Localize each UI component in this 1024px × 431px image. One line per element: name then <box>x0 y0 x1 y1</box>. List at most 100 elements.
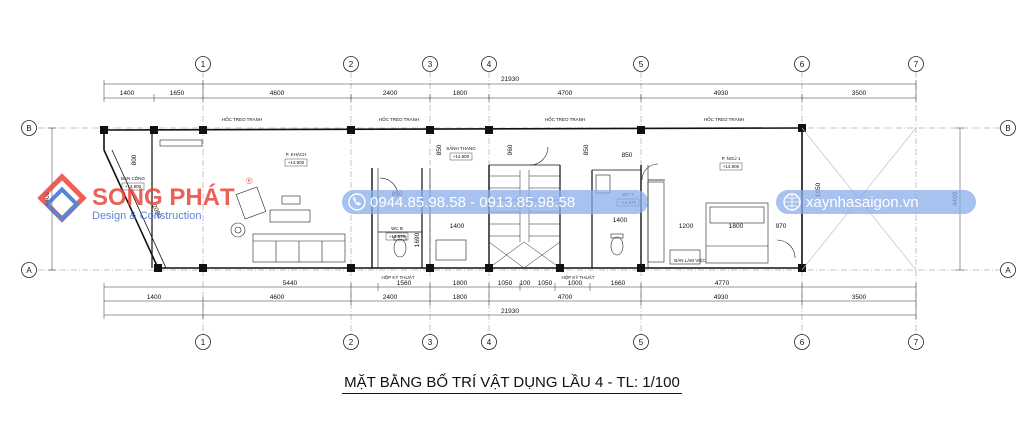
dim-bottom-7: 3500 <box>852 294 867 301</box>
dim-total-top: 21930 <box>501 76 519 83</box>
axis-label-2-bottom: 2 <box>349 338 354 347</box>
dim-top-8: 3500 <box>852 90 867 97</box>
axis-label-3-bottom: 3 <box>428 338 433 347</box>
dim-top-4: 2400 <box>383 90 398 97</box>
dim-bottom-inner-7: 1000 <box>568 280 583 287</box>
axis-label-b-left: B <box>26 124 31 133</box>
brand-logo-icon <box>37 173 87 223</box>
dim-top-5: 1800 <box>453 90 468 97</box>
label-wc-b: WC B <box>391 226 403 231</box>
drawing-title-text: MẶT BẰNG BỐ TRÍ VẬT DỤNG LẦU 4 - TL: 1/1… <box>342 374 682 394</box>
axis-label-1-top: 1 <box>201 60 206 69</box>
dim-bottom-inner-8: 1660 <box>611 280 626 287</box>
dim-1650: 1650 <box>815 182 822 197</box>
axis-label-2-top: 2 <box>349 60 354 69</box>
wardrobe <box>647 181 665 263</box>
dim-800: 800 <box>131 154 138 165</box>
label-p-khach-elev: +14.900 <box>288 160 305 165</box>
axis-label-6-bottom: 6 <box>800 338 805 347</box>
dim-1690: 1690 <box>414 232 421 247</box>
phone-watermark: 0944.85.98.58 - 0913.85.98.58 <box>342 190 648 214</box>
label-hop-ky-thuat-1: HỘP KỸ THUẬT <box>381 274 414 280</box>
axis-label-6-top: 6 <box>800 60 805 69</box>
dim-bottom-inner-6: 1050 <box>538 280 553 287</box>
label-hoc-treo-tranh-1: HỐC TREO TRANH <box>222 116 262 122</box>
dim-1200: 1200 <box>679 223 694 230</box>
bed <box>705 202 769 264</box>
label-hop-ky-thuat-2: HỘP KỸ THUẬT <box>561 274 594 280</box>
dim-970: 970 <box>776 223 787 230</box>
axis-label-5-top: 5 <box>639 60 644 69</box>
dim-top-2: 1650 <box>170 90 185 97</box>
dim-bottom-inner-5: 100 <box>520 280 531 287</box>
axis-label-3-top: 3 <box>428 60 433 69</box>
website-url: xaynhasaigon.vn <box>806 194 919 211</box>
label-wc-b-elev: +14.870 <box>389 234 406 239</box>
dim-1400-a: 1400 <box>450 223 465 230</box>
axis-label-5-bottom: 5 <box>639 338 644 347</box>
dim-top-1: 1400 <box>120 90 135 97</box>
label-hoc-treo-tranh-4: HỐC TREO TRANH <box>704 116 744 122</box>
dim-top-3: 4600 <box>270 90 285 97</box>
coffee-table <box>269 209 311 223</box>
dim-1400-b: 1400 <box>613 217 628 224</box>
axis-label-b-right: B <box>1005 124 1010 133</box>
dim-1800: 1800 <box>729 223 744 230</box>
axis-label-7-bottom: 7 <box>914 338 919 347</box>
axis-label-1-bottom: 1 <box>201 338 206 347</box>
axis-label-4-top: 4 <box>487 60 492 69</box>
dim-bottom-5: 4700 <box>558 294 573 301</box>
armchair <box>235 186 267 220</box>
label-ban-lam-viec: BÀN LÀM VIỆC <box>674 256 706 263</box>
axis-label-7-top: 7 <box>914 60 919 69</box>
dim-bottom-1: 1400 <box>147 294 162 301</box>
dim-top-6: 4700 <box>558 90 573 97</box>
phone-icon <box>353 197 361 206</box>
dim-bottom-inner-9: 4770 <box>715 280 730 287</box>
label-hoc-treo-tranh-3: HỐC TREO TRANH <box>545 116 585 122</box>
dim-bottom-inner-4: 1050 <box>498 280 513 287</box>
dim-bottom-inner-3: 1800 <box>453 280 468 287</box>
dim-total-bottom: 21930 <box>501 308 519 315</box>
label-p-ngu-elev: +14.900 <box>723 164 740 169</box>
label-hoc-treo-tranh-2: HỐC TREO TRANH <box>379 116 419 122</box>
plant-pot <box>230 222 246 238</box>
stairs <box>488 170 561 269</box>
label-sanh-thang: SẢNH THANG <box>446 145 476 151</box>
phone-numbers: 0944.85.98.58 - 0913.85.98.58 <box>370 194 575 211</box>
brand-name: SONG PHÁT <box>92 183 235 211</box>
dim-bottom-inner-1: 5440 <box>283 280 298 287</box>
label-ban-cong-elev: +14.900 <box>125 184 142 189</box>
website-watermark: xaynhasaigon.vn <box>776 190 976 214</box>
dim-bottom-2: 4600 <box>270 294 285 301</box>
drawing-title: MẶT BẰNG BỐ TRÍ VẬT DỤNG LẦU 4 - TL: 1/1… <box>0 374 1024 394</box>
dim-bottom-4: 1800 <box>453 294 468 301</box>
dim-960: 960 <box>507 144 514 155</box>
dimension-lines <box>48 80 964 319</box>
axis-label-a-right: A <box>1005 266 1011 275</box>
label-ban-cong: BAN CÔNG <box>121 175 146 181</box>
dim-top-7: 4930 <box>714 90 729 97</box>
dim-850-c: 850 <box>622 152 633 159</box>
axis-bubbles-sides: B A B A <box>21 120 1016 278</box>
axis-label-a-left: A <box>26 266 32 275</box>
top-dimension-labels: 21930 1400 1650 4600 2400 1800 4700 4930… <box>120 76 867 97</box>
walls <box>103 127 803 270</box>
desk <box>669 249 701 265</box>
dim-left: 4400 <box>44 191 51 206</box>
label-p-ngu: P. NGỦ 1 <box>722 155 741 161</box>
label-sanh-thang-elev: +14.900 <box>453 154 470 159</box>
axis-grid <box>38 72 1000 335</box>
label-p-khach: P. KHÁCH <box>286 151 307 157</box>
dim-bottom-3: 2400 <box>383 294 398 301</box>
dim-bottom-6: 4930 <box>714 294 729 301</box>
axis-bubbles-top: 1 2 3 4 5 6 7 <box>195 56 924 72</box>
brand-registered-mark: ® <box>246 176 253 186</box>
axis-label-4-bottom: 4 <box>487 338 492 347</box>
brand-logo-watermark: SONG PHÁT ® Design & Construction <box>37 173 253 223</box>
brand-tagline: Design & Construction <box>92 210 201 222</box>
dim-850-b: 850 <box>583 144 590 155</box>
bottom-dimension-labels: 5440 1560 1800 1050 100 1050 1000 1660 4… <box>147 280 867 315</box>
dim-850-a: 850 <box>436 144 443 155</box>
